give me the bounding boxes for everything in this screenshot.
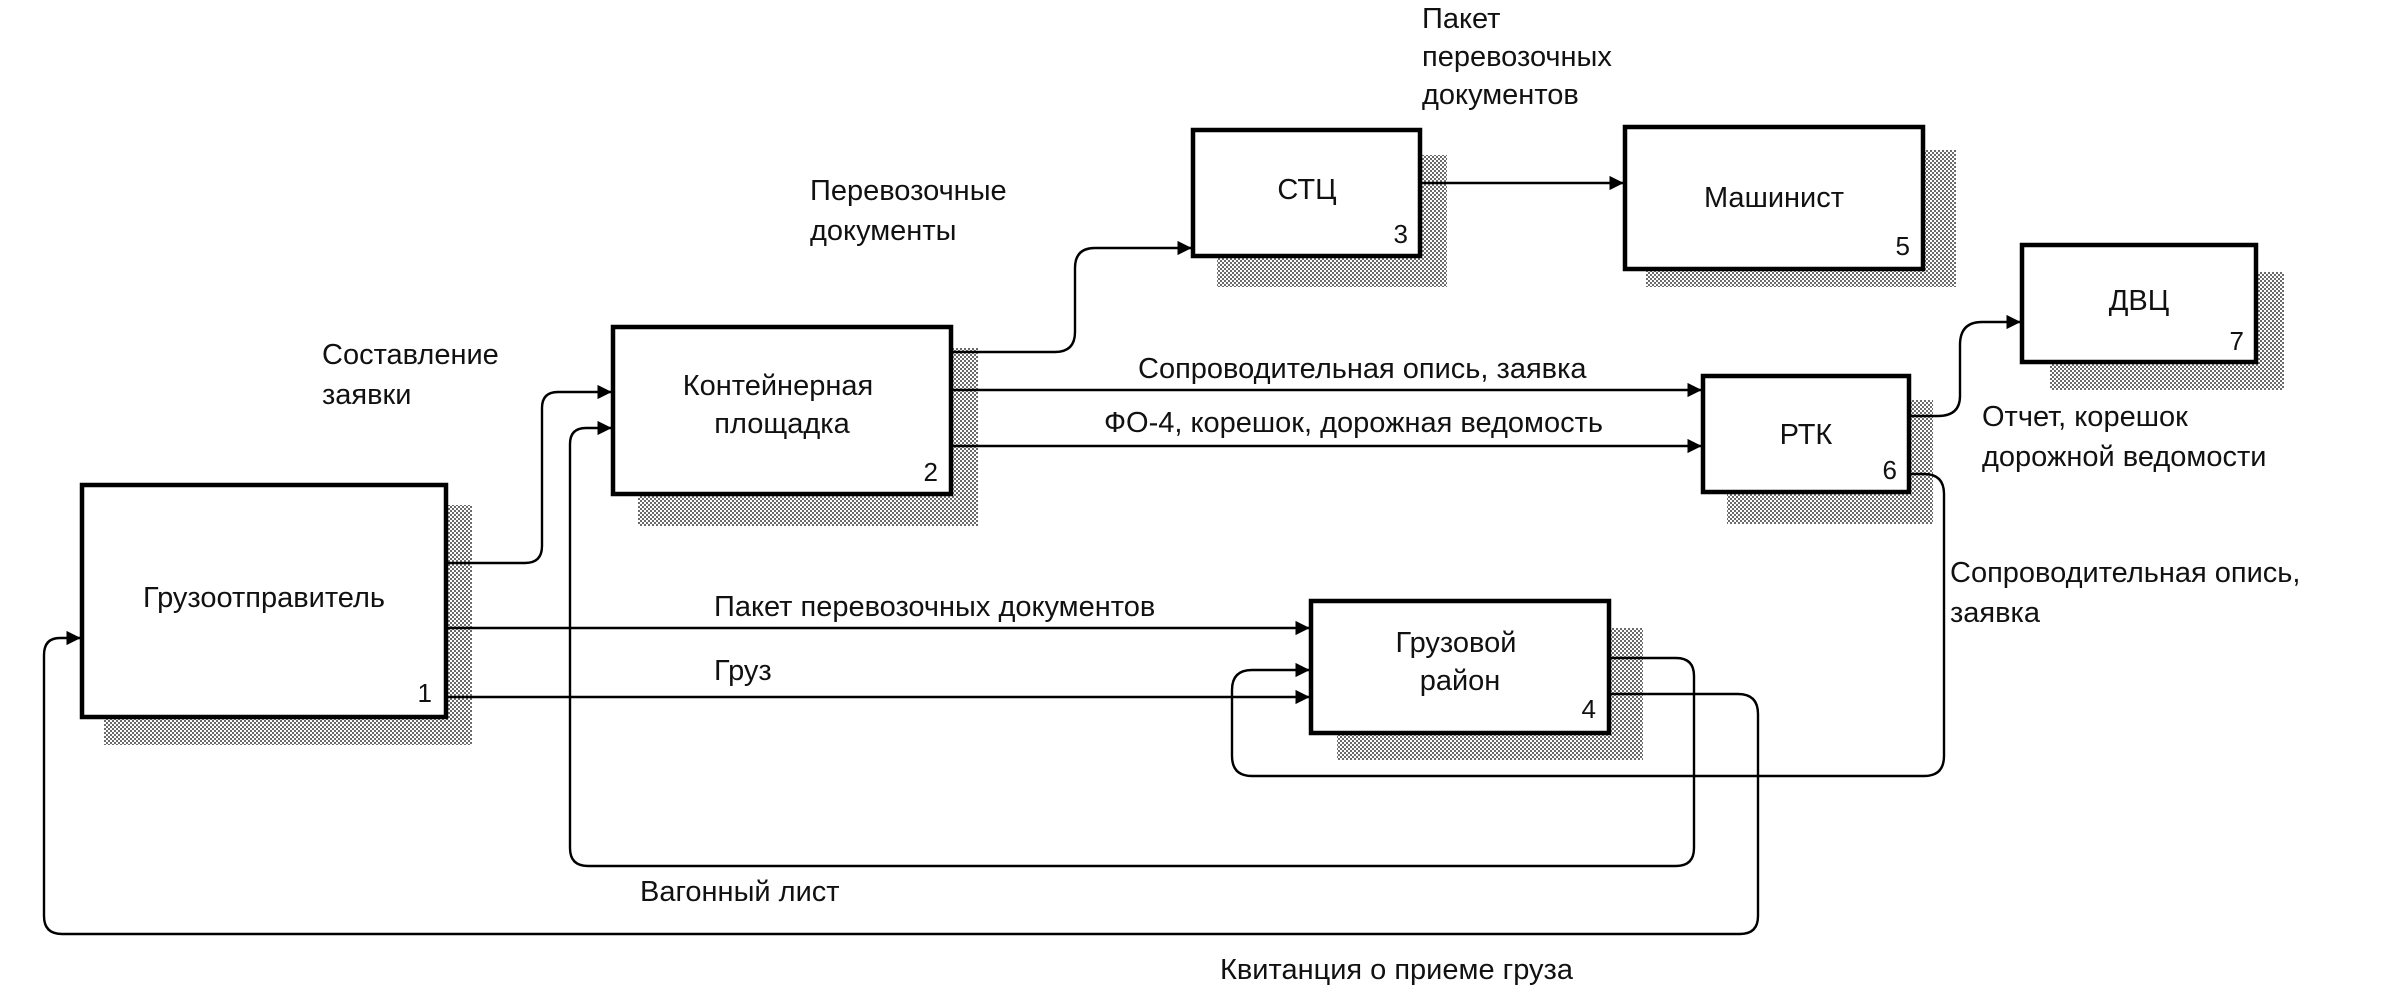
box-container-yard-name: Контейнерная площадка — [683, 370, 882, 440]
box-dvc-number: 7 — [2230, 326, 2244, 356]
flow-cargo-label: Груз — [714, 655, 772, 687]
box-container-yard-number: 2 — [924, 457, 938, 487]
flow-receipt-label: Квитанция о приеме груза — [1220, 954, 1574, 986]
flow-receipt-line[interactable] — [42, 630, 1760, 936]
flow-inventory-return-label: Сопроводительная опись, заявка — [1950, 557, 2309, 629]
box-dvc[interactable]: ДВЦ 7 — [2019, 242, 2259, 365]
flow-inventory-application-label: Сопроводительная опись, заявка — [1138, 353, 1587, 385]
flow-fo4-label: ФО-4, корешок, дорожная ведомость — [1104, 407, 1603, 439]
flow-report-line[interactable] — [1909, 314, 2021, 418]
box-stc-name: СТЦ — [1277, 174, 1336, 206]
box-driver-number: 5 — [1896, 231, 1910, 261]
flow-wagon-sheet-label: Вагонный лист — [640, 876, 840, 908]
box-rtk-name: РТК — [1780, 419, 1833, 451]
box-shipper-name: Грузоотправитель — [143, 582, 385, 614]
flow-transport-docs-label: Перевозочные документы — [810, 175, 1015, 247]
flow-report-label: Отчет, корешок дорожной ведомости — [1982, 401, 2266, 473]
box-shipper-number: 1 — [418, 678, 432, 708]
box-cargo-area-number: 4 — [1582, 694, 1596, 724]
flow-lines — [42, 175, 2021, 936]
flow-application-label: Составление заявки — [322, 339, 507, 411]
flow-docs-package-cargo-label: Пакет перевозочных документов — [714, 591, 1155, 623]
box-container-yard[interactable]: Контейнерная площадка 2 — [610, 324, 954, 497]
box-stc-number: 3 — [1394, 219, 1408, 249]
flow-docs-package-driver-label: Пакет перевозочных документов — [1422, 3, 1620, 111]
flow-transport-docs-line[interactable] — [951, 240, 1192, 354]
box-dvc-name: ДВЦ — [2109, 285, 2169, 317]
flow-application-line[interactable] — [446, 384, 612, 565]
box-cargo-area[interactable]: Грузовой район 4 — [1308, 598, 1612, 736]
flow-inventory-return-line[interactable] — [1230, 472, 1946, 778]
box-stc[interactable]: СТЦ 3 — [1190, 127, 1423, 259]
flow-labels: Составление заявки Перевозочные документ… — [322, 3, 2309, 986]
box-shipper[interactable]: Грузоотправитель 1 — [79, 482, 449, 720]
box-rtk-number: 6 — [1883, 455, 1897, 485]
box-driver-name: Машинист — [1704, 182, 1844, 214]
box-driver[interactable]: Машинист 5 — [1622, 124, 1926, 272]
flow-wagon-sheet-line[interactable] — [568, 420, 1696, 868]
box-cargo-area-name: Грузовой район — [1396, 627, 1525, 697]
box-rtk[interactable]: РТК 6 — [1700, 373, 1912, 495]
